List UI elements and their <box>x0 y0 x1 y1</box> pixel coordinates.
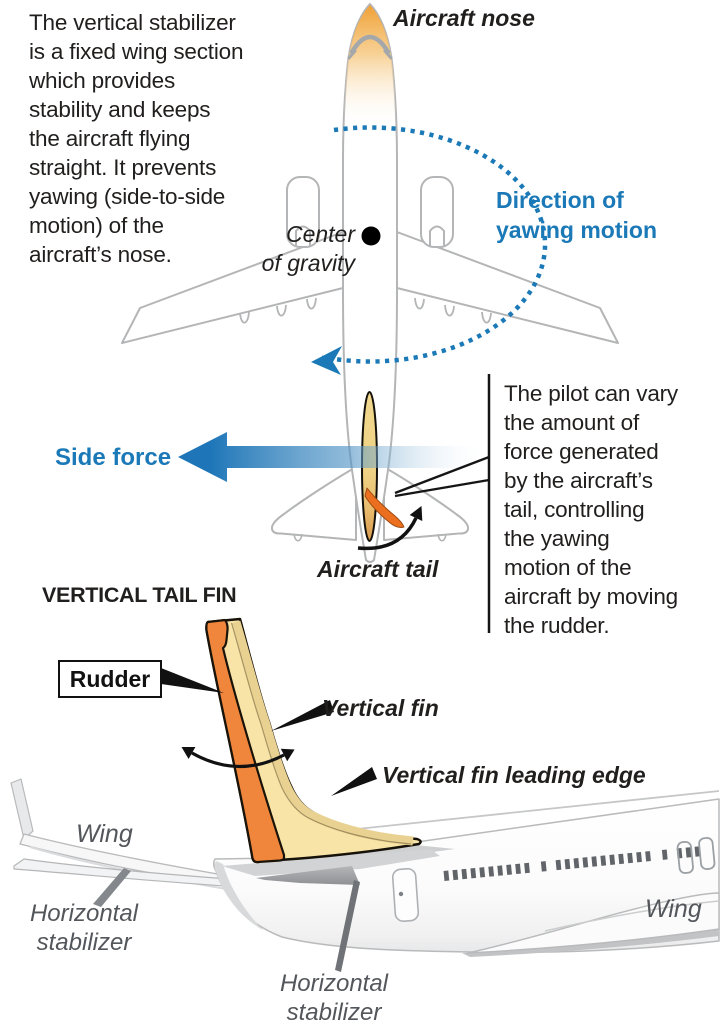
doors <box>391 837 716 922</box>
cockpit-windows-icon <box>347 34 393 60</box>
rudder-pointer <box>161 668 224 693</box>
direction-of-yawing-label: Direction of yawing motion <box>496 187 657 243</box>
leading-edge-pointer <box>331 767 377 796</box>
rudder-swing-arrow <box>181 747 295 769</box>
intro-paragraph: The vertical stabilizer is a fixed wing … <box>29 10 244 267</box>
left-winglet <box>10 778 34 840</box>
left-stabilizer-top-view <box>270 466 357 541</box>
right-horizontal-stabilizer <box>256 866 360 885</box>
wing-left-label: Wing <box>76 820 133 848</box>
aircraft-tail-label: Aircraft tail <box>317 556 439 582</box>
fuselage-top-view <box>342 3 398 563</box>
horizontal-stabilizer-bottom-pointer <box>335 880 360 972</box>
pilot-paragraph: The pilot can vary the amount of force g… <box>504 381 678 638</box>
nose-highlight <box>343 5 397 128</box>
right-wing-side-view <box>467 892 720 954</box>
vertical-fin-label: Vertical fin <box>322 695 439 721</box>
engines <box>286 176 454 248</box>
deflected-rudder-top-view <box>364 487 405 528</box>
rudder-label: Rudder <box>58 660 162 698</box>
horizontal-stabilizer-left-label: Horizontal stabilizer <box>29 900 139 956</box>
side-force-arrow <box>178 432 484 482</box>
yaw-arrowhead-icon <box>311 346 342 375</box>
pilot-text-rule <box>394 374 491 633</box>
tail-fin-illustration <box>10 617 720 972</box>
horizontal-stabilizer-left-pointer <box>93 868 131 907</box>
yawing-motion-arrow <box>311 125 548 375</box>
flap-fairings <box>239 297 492 324</box>
center-of-gravity-dot <box>361 226 381 246</box>
right-wing-top-view <box>396 231 619 344</box>
stabilizer-top-surface <box>222 849 440 876</box>
center-of-gravity-label: Center of gravity <box>261 221 355 276</box>
top-view-aircraft <box>121 3 619 563</box>
right-stabilizer-top-view <box>383 466 470 541</box>
aircraft-nose-label: Aircraft nose <box>393 5 535 31</box>
side-force-label: Side force <box>55 444 172 471</box>
wing-right-label: Wing <box>645 895 702 923</box>
horizontal-stabilizer-bottom-label: Horizontal stabilizer <box>279 970 389 1024</box>
rudder-surface <box>205 618 286 864</box>
tail-yaw-arrow <box>357 506 423 551</box>
vertical-fin-leading-edge-label: Vertical fin leading edge <box>382 762 646 788</box>
vertical-fin-pointer <box>271 700 334 731</box>
tail-cone-shade <box>214 861 264 931</box>
far-fuselage-spine-line <box>337 790 720 832</box>
section-title: VERTICAL TAIL FIN <box>42 583 237 607</box>
fin-leading-edge-strip <box>231 620 414 846</box>
